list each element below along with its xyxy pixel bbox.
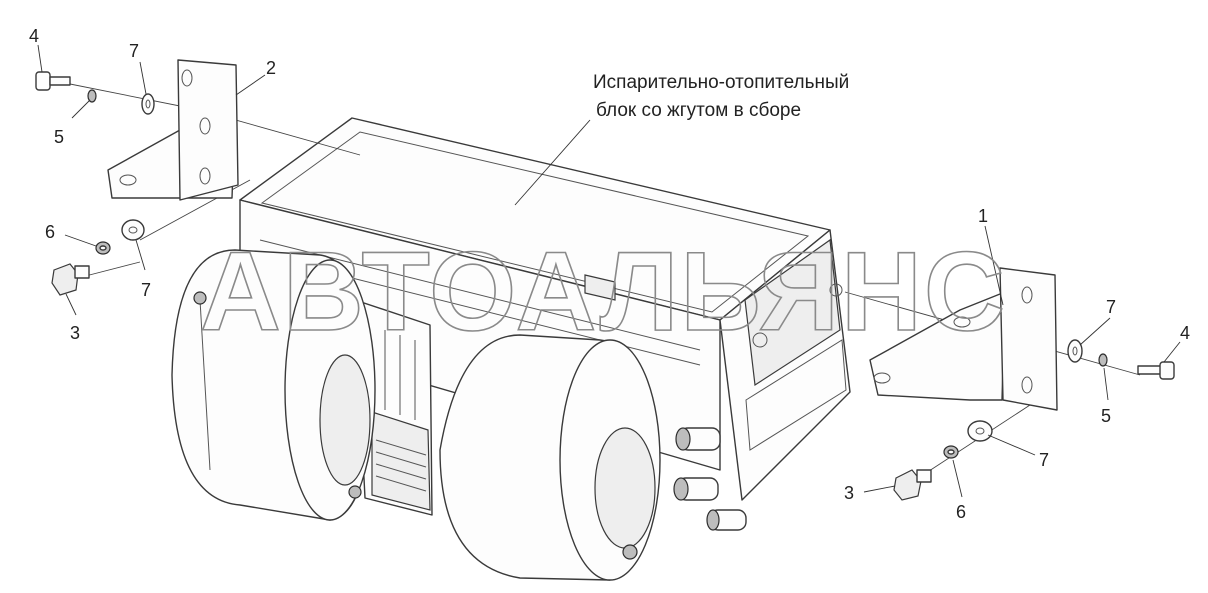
callout-right-bracket: 1	[978, 206, 988, 226]
left-bolt	[35, 71, 71, 91]
callout-right-screw: 3	[844, 483, 854, 503]
callout-left-flat-washer-bottom: 7	[141, 280, 151, 300]
callout-left-spring-washer: 5	[54, 127, 64, 147]
watermark: АВТОАЛЬЯНС	[200, 229, 1007, 354]
callout-right-spring-washer: 5	[1101, 406, 1111, 426]
coolant-pipes	[673, 427, 747, 531]
right-spring-washer	[1098, 353, 1108, 367]
callout-right-flat-washer-top: 7	[1106, 297, 1116, 317]
callout-left-flat-washer-top: 7	[129, 41, 139, 61]
left-bracket	[107, 59, 239, 201]
caption-line-1: Испарительно-отопительный	[593, 72, 849, 93]
left-spring-washer	[87, 89, 97, 103]
right-bolt	[1137, 361, 1175, 380]
right-screw	[893, 469, 932, 501]
callout-left-lock-washer: 6	[45, 222, 55, 242]
callout-left-screw: 3	[70, 323, 80, 343]
control-module	[354, 299, 433, 516]
right-flat-washer-bottom	[967, 420, 993, 442]
right-bracket	[869, 267, 1058, 411]
left-screw	[51, 263, 90, 296]
right-flat-washer-top	[1067, 339, 1083, 363]
leader-lines	[37, 44, 1181, 498]
right-lock-washer	[943, 445, 959, 459]
left-lock-washer	[95, 241, 111, 255]
left-flat-washer-bottom	[121, 219, 145, 241]
callout-right-flat-washer-bottom: 7	[1039, 450, 1049, 470]
caption-line-2: блок со жгутом в сборе	[596, 100, 801, 121]
left-blower	[171, 249, 376, 521]
callout-right-lock-washer: 6	[956, 502, 966, 522]
left-flat-washer-top	[141, 93, 155, 115]
callout-right-bolt: 4	[1180, 323, 1190, 343]
callout-left-bracket: 2	[266, 58, 276, 78]
evaporator-heater-unit	[171, 117, 851, 581]
callout-left-bolt: 4	[29, 26, 39, 46]
right-blower	[439, 334, 661, 581]
